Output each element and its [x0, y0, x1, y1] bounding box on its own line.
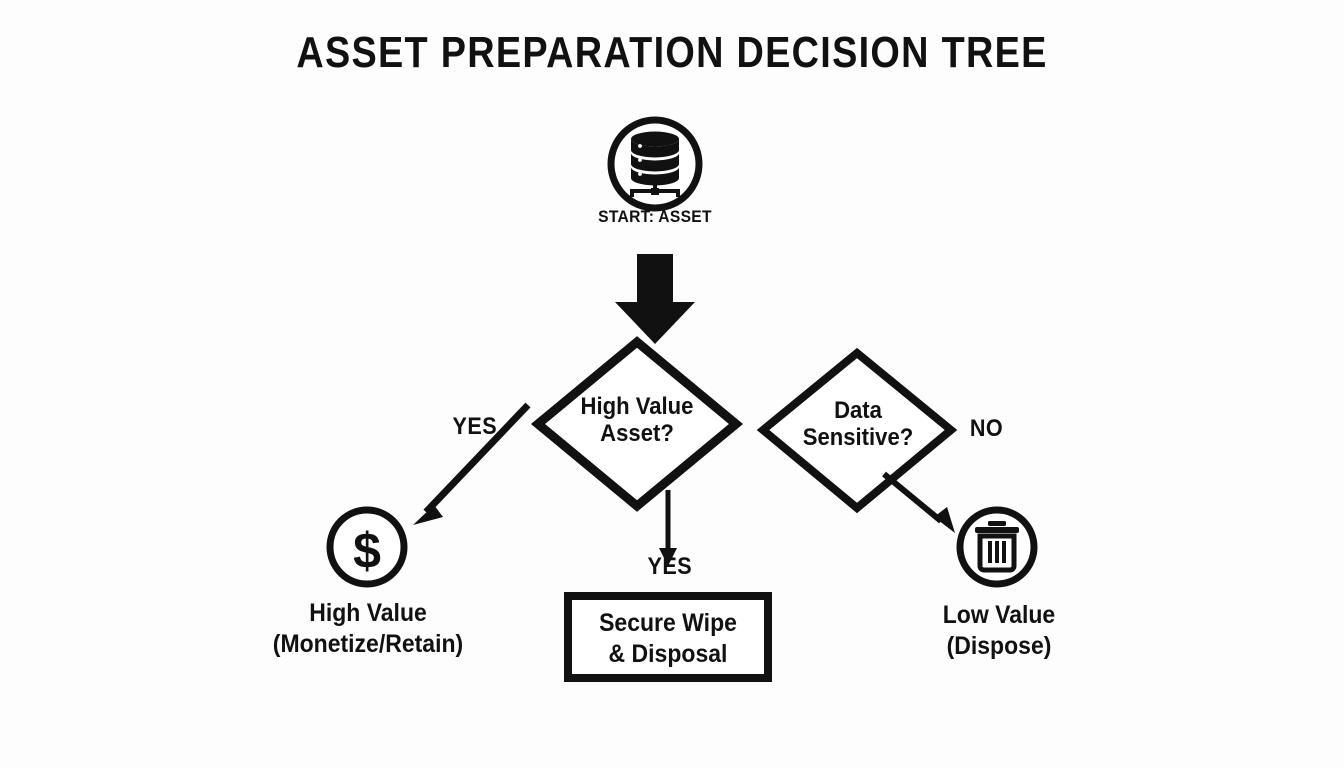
edge-label-yes-down: YES	[647, 553, 693, 580]
outcome-low-value-label: Low Value (Dispose)	[888, 600, 1111, 661]
secure-wipe-box	[564, 592, 772, 682]
outcome-circle-left	[326, 506, 408, 588]
dollar-sign-icon: $	[353, 523, 381, 579]
page-title: ASSET PREPARATION DECISION TREE	[296, 28, 1048, 77]
edge-label-no-right: NO	[969, 415, 1004, 442]
decision-high-value-asset[interactable]	[530, 336, 744, 512]
edge-yes-to-high-value	[413, 402, 531, 525]
decision-2-line1: Data	[834, 397, 882, 424]
database-stack-icon	[630, 131, 680, 197]
secure-wipe-line1: Secure Wipe	[599, 609, 737, 637]
decision-1-line2: Asset?	[600, 419, 674, 447]
outcome-high-value-label: High Value (Monetize/Retain)	[257, 598, 480, 659]
decision-2-line2: Sensitive?	[802, 423, 914, 451]
decision-2-label: Data Sensitive?	[768, 397, 948, 452]
start-node[interactable]	[607, 116, 703, 212]
outcome-high-value-node[interactable]: $	[326, 506, 408, 588]
outcome-low-value-node[interactable]	[956, 506, 1038, 588]
edge-label-yes-left: YES	[452, 413, 498, 440]
outcome-low-value-line2: (Dispose)	[946, 631, 1052, 660]
outcome-low-value-line1: Low Value	[942, 601, 1056, 629]
decision-1-label: High Value Asset?	[545, 393, 729, 448]
outcome-high-value-line1: High Value	[309, 599, 427, 627]
secure-wipe-line2: & Disposal	[608, 640, 728, 668]
outcome-secure-wipe-node[interactable]	[564, 592, 772, 682]
edge-no-to-low-value	[882, 471, 955, 533]
decision-diamond-2	[756, 347, 958, 514]
edge-yes-to-secure-wipe	[659, 490, 677, 566]
outcome-high-value-line2: (Monetize/Retain)	[272, 629, 464, 658]
decision-1-line1: High Value	[580, 393, 694, 420]
decision-data-sensitive[interactable]	[756, 347, 958, 514]
secure-wipe-label: Secure Wipe & Disposal	[578, 608, 758, 670]
start-node-label: START: ASSET	[598, 207, 712, 226]
trash-can-icon	[975, 521, 1019, 573]
decision-diamond-1	[530, 336, 744, 512]
edge-start-to-decision	[615, 254, 695, 344]
